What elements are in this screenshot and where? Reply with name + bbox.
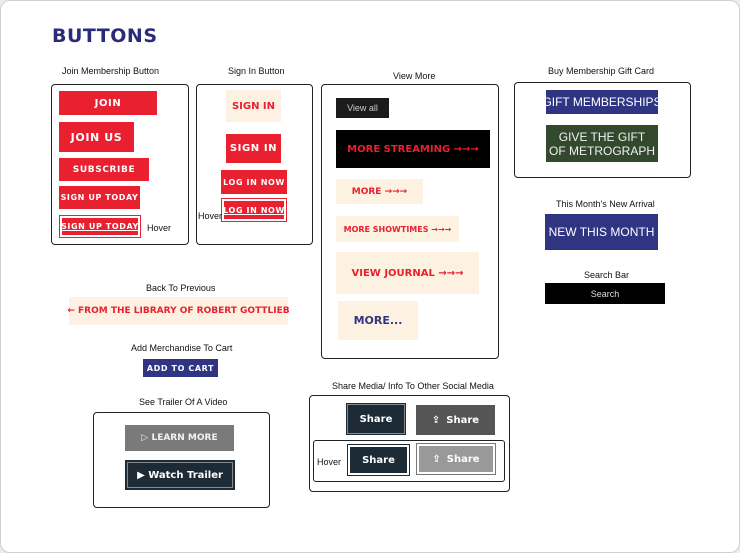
share-section-label: Share Media/ Info To Other Social Media xyxy=(332,381,494,391)
give-gift-line2: OF METROGRAPH xyxy=(548,143,655,158)
learn-more-button[interactable]: ▷ LEARN MORE xyxy=(125,425,234,451)
share-button-grey[interactable]: ⇪ Share xyxy=(416,405,495,435)
view-all-button[interactable]: View all xyxy=(336,98,389,118)
more-streaming-button[interactable]: MORE STREAMING →→→ xyxy=(336,130,490,168)
share-hover-label: Hover xyxy=(317,457,342,467)
join-hover-label: Hover xyxy=(147,223,172,233)
gift-memberships-button[interactable]: GIFT MEMBERSHIPS xyxy=(542,90,662,114)
join-us-button[interactable]: JOIN US xyxy=(59,122,134,152)
search-bar-button[interactable]: Search xyxy=(545,283,665,304)
log-in-now-button[interactable]: LOG IN NOW xyxy=(221,170,287,194)
share-button-dark-hover[interactable]: Share xyxy=(348,445,409,475)
signin-section-label: Sign In Button xyxy=(228,66,285,76)
cart-section-label: Add Merchandise To Cart xyxy=(131,343,233,353)
newarrival-section-label: This Month's New Arrival xyxy=(556,199,655,209)
more-ellipsis-button[interactable]: MORE... xyxy=(338,301,418,340)
sign-in-button[interactable]: SIGN IN xyxy=(226,90,281,122)
share-button-grey-hover[interactable]: ⇪ Share xyxy=(417,444,495,474)
watch-trailer-button[interactable]: ▶ Watch Trailer xyxy=(125,460,235,490)
more-button[interactable]: MORE →→→ xyxy=(336,179,423,204)
share-grey-label: Share xyxy=(446,414,480,426)
share-button-dark[interactable]: Share xyxy=(346,403,406,435)
give-gift-line1: GIVE THE GIFT xyxy=(558,129,646,144)
join-button[interactable]: JOIN xyxy=(59,91,157,115)
sign-in-button-red[interactable]: SIGN IN xyxy=(226,134,281,163)
add-to-cart-button[interactable]: ADD TO CART xyxy=(143,359,218,377)
share-upload-icon-hover: ⇪ xyxy=(432,453,441,465)
give-gift-button[interactable]: GIVE THE GIFT OF METROGRAPH xyxy=(546,125,658,162)
search-section-label: Search Bar xyxy=(584,270,630,280)
new-this-month-button[interactable]: NEW THIS MONTH xyxy=(545,214,658,250)
back-to-previous-button[interactable]: ← FROM THE LIBRARY OF ROBERT GOTTLIEB xyxy=(67,297,290,325)
subscribe-button[interactable]: SUBSCRIBE xyxy=(59,158,149,181)
view-journal-button[interactable]: VIEW JOURNAL →→→ xyxy=(336,252,479,294)
viewmore-section-label: View More xyxy=(393,71,436,81)
sign-up-today-button[interactable]: SIGN UP TODAY xyxy=(59,186,140,209)
share-grey-hover-label: Share xyxy=(446,453,480,465)
page-title: BUTTONS xyxy=(52,25,158,47)
share-upload-icon: ⇪ xyxy=(431,414,441,426)
back-section-label: Back To Previous xyxy=(146,283,216,293)
join-section-label: Join Membership Button xyxy=(62,66,160,76)
log-in-now-button-hover[interactable]: LOG IN NOW xyxy=(222,199,286,221)
trailer-section-label: See Trailer Of A Video xyxy=(139,397,228,407)
sign-up-today-button-hover[interactable]: SIGN UP TODAY xyxy=(60,216,140,237)
signin-hover-label: Hover xyxy=(198,211,223,221)
giftcard-section-label: Buy Membership Gift Card xyxy=(548,66,655,76)
more-showtimes-button[interactable]: MORE SHOWTIMES →→→ xyxy=(336,216,459,242)
